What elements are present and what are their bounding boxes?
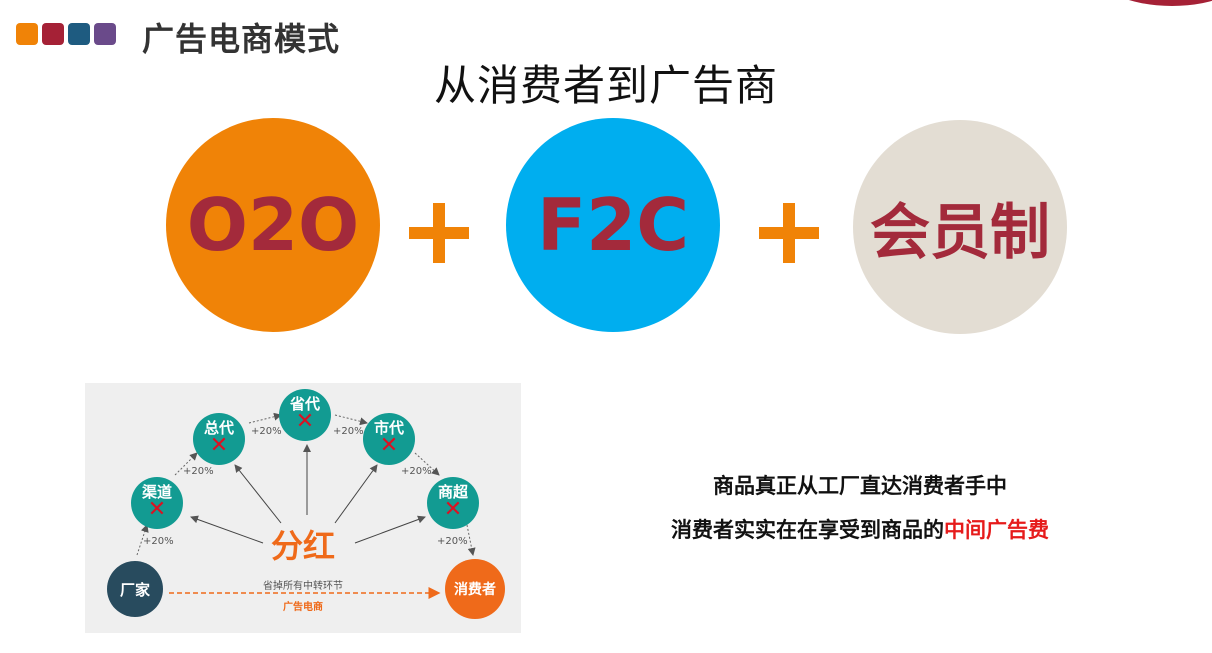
header-title: 广告电商模式 [142, 20, 341, 58]
plus-sign-2 [759, 203, 819, 263]
general-agent-label: 总代 [203, 419, 234, 437]
cross-icon: ✕ [379, 433, 399, 458]
dividend-label: 分红 [271, 527, 336, 565]
city-agent-label: 市代 [373, 419, 404, 437]
cross-icon: ✕ [295, 409, 315, 434]
markup-label: +20% [183, 466, 214, 477]
o2o-label: O2O [186, 183, 360, 267]
f2c-circle: F2C [506, 118, 720, 332]
description-line-1: 商品真正从工厂直达消费者手中 [713, 474, 1007, 498]
markup-label: +20% [437, 536, 468, 547]
cross-icon: ✕ [147, 497, 167, 522]
plus-sign-1 [409, 203, 469, 263]
highlight-text: 中间广告费 [944, 518, 1049, 542]
blue-square [68, 23, 90, 45]
supermarket-label: 商超 [437, 483, 468, 501]
node-provincial-agent: 省代 ✕ [279, 389, 331, 441]
node-supermarket: 商超 ✕ [427, 477, 479, 529]
membership-label: 会员制 [870, 197, 1050, 268]
distribution-diagram: 渠道 ✕ 总代 ✕ 省代 ✕ 市代 ✕ 商超 ✕ 厂家 消费者 +20% +20… [85, 383, 521, 633]
red-square [42, 23, 64, 45]
markup-label: +20% [333, 426, 364, 437]
orange-square [16, 23, 38, 45]
main-title: 从消费者到广告商 [433, 61, 778, 110]
cross-icon: ✕ [209, 433, 229, 458]
description-line-2-prefix: 消费者实实在在享受到商品的 [671, 518, 944, 542]
color-squares [16, 23, 116, 45]
provincial-agent-label: 省代 [289, 395, 320, 413]
node-factory: 厂家 [107, 561, 163, 617]
node-channel: 渠道 ✕ [131, 477, 183, 529]
purple-square [94, 23, 116, 45]
o2o-circle: O2O [166, 118, 380, 332]
corner-decoration [1092, 0, 1212, 6]
node-general-agent: 总代 ✕ [193, 413, 245, 465]
markup-label: +20% [143, 536, 174, 547]
node-city-agent: 市代 ✕ [363, 413, 415, 465]
arrow-caption-bottom: 广告电商 [283, 602, 323, 613]
channel-label: 渠道 [141, 483, 172, 501]
markup-label: +20% [251, 426, 282, 437]
consumer-label: 消费者 [454, 582, 496, 598]
markup-label: +20% [401, 466, 432, 477]
node-consumer: 消费者 [445, 559, 505, 619]
cross-icon: ✕ [443, 497, 463, 522]
description-line-2: 消费者实实在在享受到商品的中间广告费 [560, 514, 1160, 544]
membership-circle: 会员制 [853, 120, 1067, 334]
f2c-label: F2C [536, 183, 690, 267]
arrow-caption-top: 省掉所有中转环节 [263, 581, 343, 592]
factory-label: 厂家 [119, 580, 150, 599]
diagram-arrows [136, 412, 476, 599]
